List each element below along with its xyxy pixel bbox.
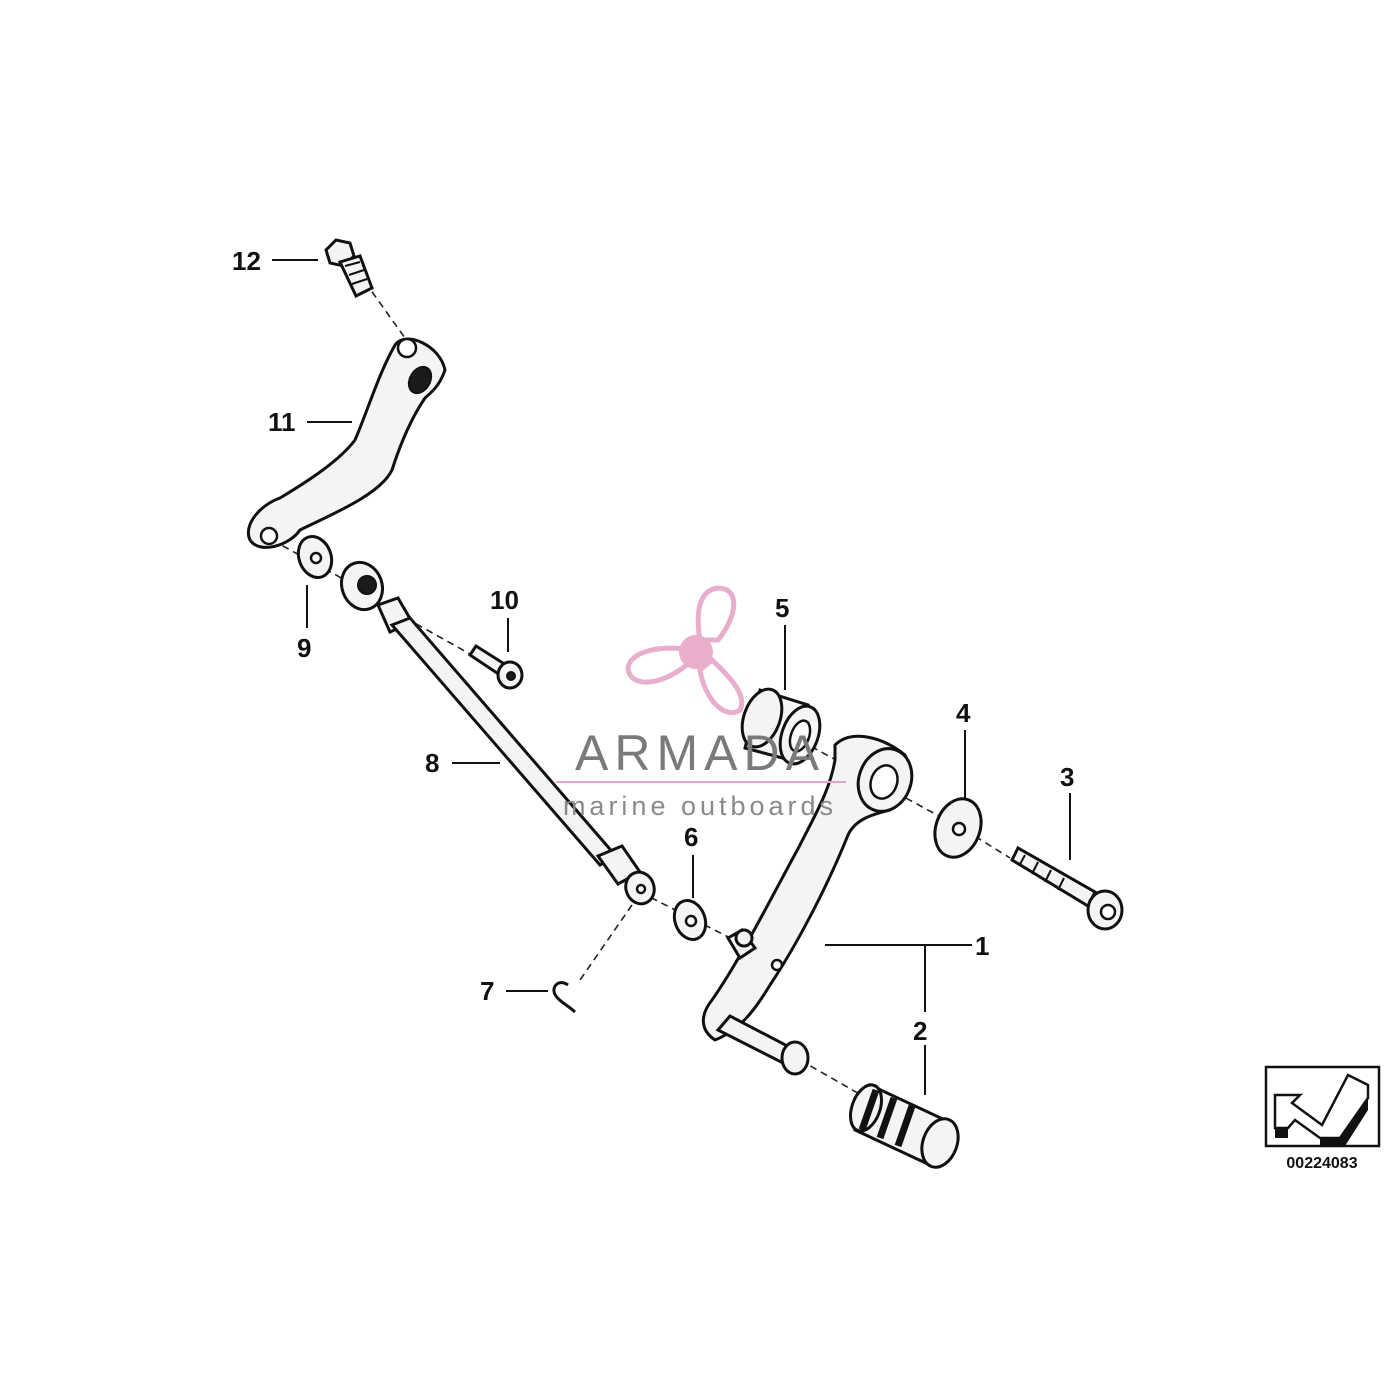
washer-part-9 <box>296 535 334 579</box>
shift-rod-part-8 <box>339 560 656 906</box>
circlip-part-7 <box>552 981 576 1014</box>
callout-leaders <box>272 259 1071 1095</box>
callout-1: 1 <box>975 931 989 961</box>
callout-2: 2 <box>913 1016 927 1046</box>
callout-3: 3 <box>1060 762 1074 792</box>
direction-arrow-icon <box>1273 1073 1370 1146</box>
callout-7: 7 <box>480 976 494 1006</box>
watermark: ARMADA marine outboards <box>556 585 846 821</box>
footpeg-rubber-part-2 <box>848 1082 960 1169</box>
assembly-axes <box>271 281 1011 1101</box>
bolt-part-3 <box>1010 845 1124 931</box>
callouts: 12 11 9 10 8 5 4 3 6 7 1 2 <box>232 246 1074 1046</box>
reference-number: 00224083 <box>1286 1155 1357 1172</box>
callout-8: 8 <box>425 748 439 778</box>
callout-5: 5 <box>775 593 789 623</box>
direction-indicator: 00224083 <box>1264 1065 1381 1172</box>
callout-6: 6 <box>684 822 698 852</box>
washer-part-4 <box>933 797 983 859</box>
screw-part-10 <box>467 643 524 690</box>
bushing-part-5 <box>740 687 822 766</box>
bolt-part-12 <box>324 238 374 299</box>
propeller-logo-icon <box>625 585 745 715</box>
callout-9: 9 <box>297 633 311 663</box>
watermark-tagline: marine outboards <box>563 791 837 821</box>
callout-4: 4 <box>956 698 971 728</box>
shift-pedal-part-1 <box>701 734 914 1076</box>
callout-11: 11 <box>268 407 296 437</box>
lever-arm-part-11 <box>246 337 447 549</box>
callout-12: 12 <box>232 246 261 276</box>
callout-10: 10 <box>490 585 519 615</box>
washer-part-6 <box>672 899 708 941</box>
watermark-name: ARMADA <box>575 725 825 781</box>
